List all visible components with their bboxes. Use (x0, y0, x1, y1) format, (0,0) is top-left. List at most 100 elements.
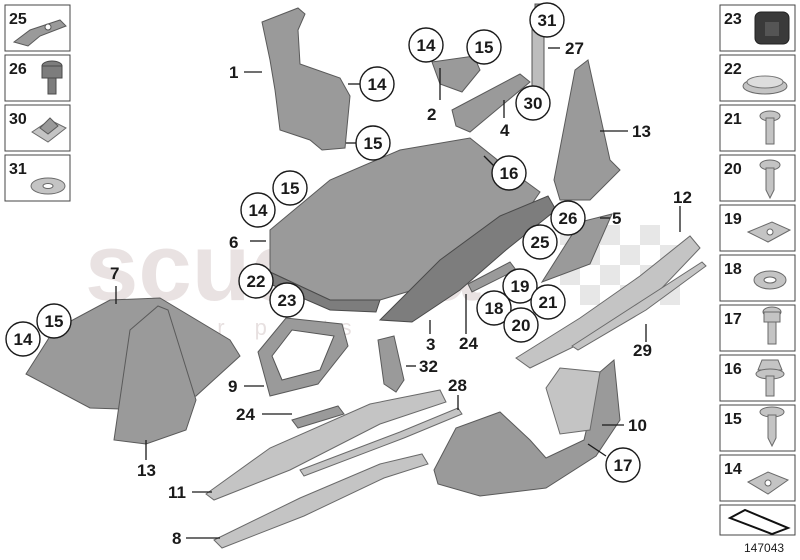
part-label: 24 (236, 405, 255, 424)
u-nut-icon (746, 471, 790, 495)
callout-circle (359, 66, 395, 102)
bolt-icon (762, 306, 782, 345)
catalog-number: 147043 (744, 541, 784, 555)
callout-circle (240, 192, 276, 228)
legend-cell (719, 354, 796, 402)
callout-number: 16 (500, 164, 519, 183)
callout-circle (355, 125, 391, 161)
callout-circle (503, 307, 539, 343)
callout-circle (515, 85, 551, 121)
callout-number: 18 (485, 299, 504, 318)
part-label: 2 (427, 105, 436, 124)
legend-cell (4, 154, 71, 202)
part-label: 24 (459, 334, 478, 353)
hex-bolt-icon (755, 359, 785, 397)
callout-number: 15 (475, 38, 494, 57)
washer-icon (30, 177, 66, 195)
callout-circle (272, 170, 308, 206)
legend-number: 31 (9, 161, 27, 178)
callout-number: 21 (539, 293, 558, 312)
legend-number: 22 (724, 61, 742, 78)
cap-icon (742, 75, 788, 95)
callout-number: 26 (559, 209, 578, 228)
part-label: 1 (229, 63, 238, 82)
callout-circle (36, 303, 72, 339)
callout-number: 15 (281, 179, 300, 198)
screw-icon (759, 406, 785, 448)
part-label: 6 (229, 233, 238, 252)
strip-29 (571, 261, 707, 351)
callout-circle (522, 224, 558, 260)
strip-28 (299, 407, 463, 477)
legend-number: 18 (724, 261, 742, 278)
part-label: 13 (137, 461, 156, 480)
grommet-icon (754, 11, 790, 45)
legend-number: 19 (724, 211, 742, 228)
callout-circle (502, 268, 538, 304)
callout-number: 22 (247, 272, 266, 291)
legend-number: 26 (9, 61, 27, 78)
callout-circle (408, 27, 444, 63)
part-label: 4 (500, 121, 510, 140)
bracket-1 (261, 7, 351, 151)
part-label: 28 (448, 376, 467, 395)
legend-number: 23 (724, 11, 742, 28)
left-legend: 25 26 30 31 (4, 4, 71, 202)
callout-number: 14 (249, 201, 268, 220)
callout-number: 14 (417, 36, 436, 55)
callout-number: 19 (511, 277, 530, 296)
part-label: 5 (612, 209, 621, 228)
leader-lines (115, 47, 681, 539)
rubber-bumper-icon (41, 60, 63, 95)
part-label: 27 (565, 39, 584, 58)
console-10-top (545, 367, 601, 435)
part-label: 11 (168, 483, 186, 502)
callout-number: 15 (364, 134, 383, 153)
part-label: 13 (632, 122, 651, 141)
trim-12 (515, 235, 701, 369)
legend-number: 15 (724, 411, 742, 428)
part-label: 7 (110, 264, 119, 283)
side-panel-13 (553, 59, 621, 201)
callout-number: 14 (368, 75, 387, 94)
screw-icon (759, 159, 781, 200)
legend-number: 21 (724, 111, 742, 128)
callout-number: 25 (531, 233, 550, 252)
side-panel-13-left (113, 305, 197, 445)
callout-circle (491, 155, 527, 191)
bracket-clip-icon (12, 19, 67, 47)
screw-icon (759, 110, 781, 145)
clip-nut-icon (31, 117, 67, 143)
callout-number: 30 (524, 94, 543, 113)
callout-circle (529, 2, 565, 38)
part-label: 12 (673, 188, 692, 207)
trim-11 (205, 389, 447, 501)
legend-number: 25 (9, 11, 27, 28)
callout-circle (269, 282, 305, 318)
plate-24 (291, 405, 345, 429)
callout-circle (466, 29, 502, 65)
arrow-symbol-icon (727, 508, 791, 536)
legend-number: 30 (9, 111, 27, 128)
legend-number: 20 (724, 161, 742, 178)
part-label: 29 (633, 341, 652, 360)
callout-circle (238, 263, 274, 299)
part-label: 32 (419, 357, 438, 376)
part-label: 8 (172, 529, 181, 548)
right-legend: 23 22 21 20 19 18 (719, 4, 796, 555)
bracket-4 (451, 73, 531, 133)
callout-number: 23 (278, 291, 297, 310)
legend-number: 17 (724, 311, 742, 328)
callout-number: 14 (14, 330, 33, 349)
part-shapes (25, 3, 707, 549)
callout-circle (476, 290, 512, 326)
bracket-2 (431, 55, 481, 93)
part-labels: 1 2 4 6 7 3 5 12 13 27 24 29 32 28 9 24 … (110, 39, 692, 548)
sill-8 (213, 453, 429, 549)
bracket-32 (377, 335, 405, 393)
part-label: 3 (426, 335, 435, 354)
panel-5 (540, 213, 613, 283)
callout-number: 31 (538, 11, 557, 30)
callout-circle (5, 321, 41, 357)
part-label: 10 (628, 416, 647, 435)
